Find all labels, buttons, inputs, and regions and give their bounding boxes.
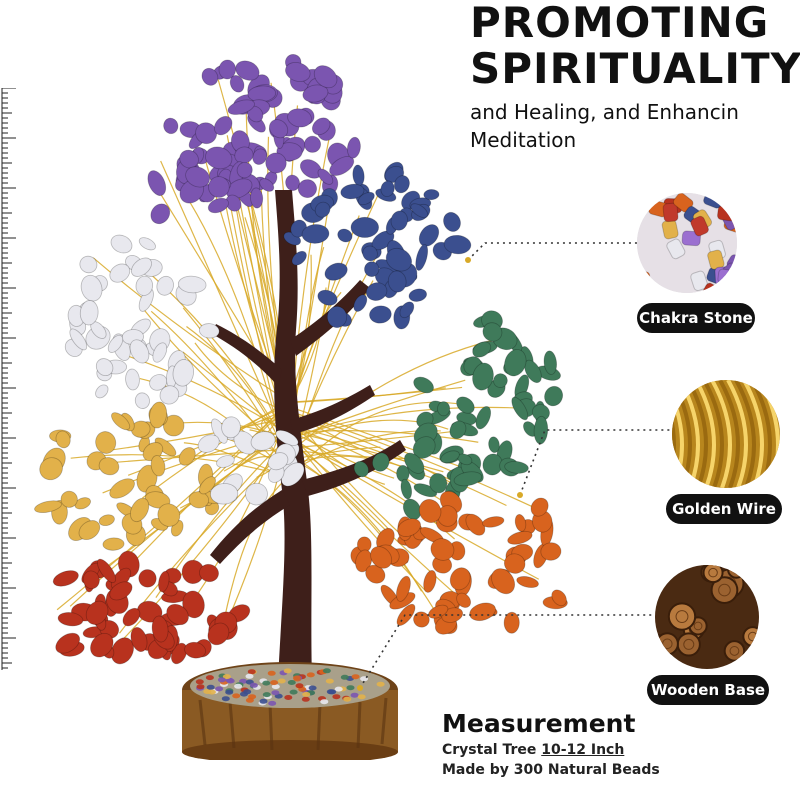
chakra-stone-leaves [34,54,568,665]
wooden-base [182,662,398,760]
callout-chakra-stone: Chakra Stone [637,193,797,343]
wooden-base-label: Wooden Base [647,675,769,705]
golden-wire-label: Golden Wire [666,494,782,524]
measurement-size: Crystal Tree 10-12 Inch [442,740,782,760]
callout-wooden-base: Wooden Base [647,565,795,715]
wooden-base-icon [655,565,759,669]
measurement-beads: Made by 300 Natural Beads [442,762,660,778]
callout-golden-wire: Golden Wire [666,380,792,530]
measurement-title: Measurement [442,709,636,738]
headline-line-3: and Healing, and Enhancin [470,100,739,124]
headline-line-1: PROMOTING [470,0,770,47]
headline-line-2: SPIRITUALITY [470,44,800,93]
chakra-stone-icon [637,193,737,293]
measurement-size-value: 10-12 Inch [541,742,625,758]
ruler-scale [1,88,16,670]
headline-line-4: Meditation [470,128,577,152]
headline: PROMOTING SPIRITUALITY and Healing, and … [470,0,800,154]
golden-wire-icon [672,380,780,488]
crystal-tree-illustration [34,54,568,760]
base-stone-chips [195,668,385,706]
chakra-stone-label: Chakra Stone [637,303,755,333]
measurement-block: Measurement Crystal Tree 10-12 Inch Made… [442,708,782,780]
measurement-size-prefix: Crystal Tree [442,742,542,758]
ruler-ticks [2,88,16,669]
